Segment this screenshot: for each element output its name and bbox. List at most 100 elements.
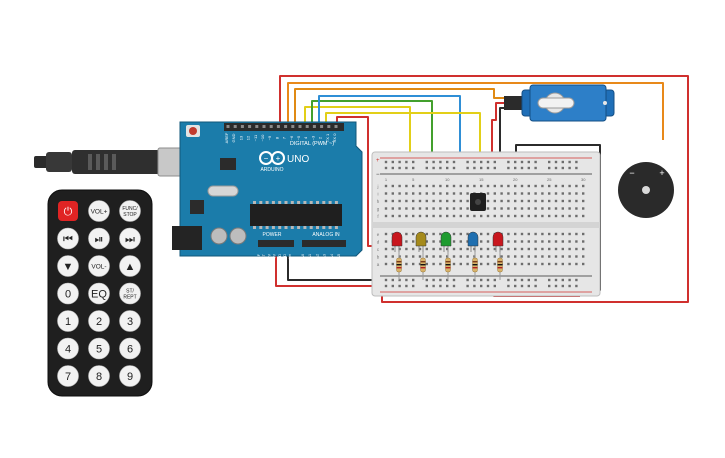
capacitor: [229, 227, 247, 245]
led-5[interactable]: [492, 231, 504, 252]
resistor-2[interactable]: [420, 252, 426, 280]
column-number: 20: [513, 177, 518, 182]
pin-label: ~10: [260, 134, 265, 142]
led-1[interactable]: [391, 231, 403, 252]
resistor-3[interactable]: [445, 252, 451, 280]
servo-motor[interactable]: [504, 84, 615, 122]
wire-red-buzzer[interactable]: [279, 75, 689, 303]
pin-label: Vin: [288, 254, 292, 259]
remote-button-label: ⏮: [63, 234, 73, 246]
servo-connector: [504, 96, 522, 110]
pin-label: 2: [318, 136, 323, 139]
wire-black-gnd[interactable]: [287, 246, 380, 281]
remote-button[interactable]: VOL+: [88, 200, 110, 222]
remote-button[interactable]: 8: [88, 365, 110, 387]
remote-button-label: 6: [127, 344, 133, 356]
remote-button[interactable]: 3: [119, 310, 141, 332]
pin-label: AREF: [224, 132, 229, 143]
resistor-5[interactable]: [497, 252, 503, 280]
remote-button[interactable]: 9: [119, 365, 141, 387]
arduino-logo: − +: [259, 151, 285, 165]
remote-button[interactable]: VOL-: [88, 255, 110, 277]
digital-header-label: DIGITAL (PWM ~): [290, 141, 334, 147]
led-4[interactable]: [467, 231, 479, 252]
remote-button[interactable]: EQ: [88, 282, 110, 305]
remote-button[interactable]: 5: [88, 337, 110, 360]
pin-label: A0: [301, 254, 305, 258]
resistor-1[interactable]: [396, 252, 402, 280]
row-letter: j: [377, 184, 379, 189]
remote-button[interactable]: 6: [119, 337, 141, 360]
pin-label: ~9: [267, 135, 272, 140]
remote-button[interactable]: ▼: [57, 255, 79, 277]
remote-button[interactable]: 2: [88, 310, 110, 332]
row-letter: h: [377, 199, 380, 204]
remote-button-label: 7: [65, 371, 71, 383]
board-brand: ARDUINO: [260, 167, 283, 173]
usb-chip: [220, 158, 236, 170]
leds-layer: [391, 231, 504, 280]
remote-button[interactable]: 7: [57, 365, 79, 387]
led-3[interactable]: [440, 231, 452, 252]
pin-label: GND: [231, 133, 236, 142]
remote-button[interactable]: FUNC/STOP: [119, 200, 141, 222]
pin-label: GND: [278, 254, 282, 262]
row-letter: b: [377, 255, 380, 260]
wire-red-5v[interactable]: [275, 246, 380, 287]
remote-button[interactable]: 4: [57, 337, 79, 360]
usb-cable: [34, 147, 199, 177]
remote-button-label: ⏯: [95, 234, 104, 246]
remote-button[interactable]: 0: [57, 282, 79, 305]
wire-orange-servo[interactable]: [287, 82, 664, 140]
column-number: 5: [412, 177, 415, 182]
center-divider: [372, 222, 600, 228]
remote-button[interactable]: ⏭: [119, 227, 141, 250]
pin-label: ~11: [253, 134, 258, 141]
wire-black-servo-gnd[interactable]: [499, 107, 505, 160]
pin-label: RX 0: [332, 133, 337, 143]
digital-header: [224, 123, 344, 131]
resistor-4[interactable]: [472, 252, 478, 280]
pin-label: RESET: [262, 253, 266, 266]
pin-label: A1: [308, 254, 312, 258]
capacitor: [210, 227, 228, 245]
wire-red-servo-power[interactable]: [491, 102, 505, 160]
pin-label: ~3: [310, 135, 315, 140]
remote-button[interactable]: ⏯: [88, 227, 110, 250]
column-number: 15: [479, 177, 484, 182]
svg-text:−: −: [264, 154, 269, 163]
remote-button-label: 3: [127, 316, 133, 328]
analog-header-label: ANALOG IN: [312, 232, 340, 238]
row-letter: a: [377, 262, 380, 267]
ir-receiver[interactable]: [470, 193, 486, 211]
remote-button-label: VOL+: [91, 209, 108, 216]
remote-button[interactable]: ▲: [119, 255, 141, 277]
pin-label: 12: [246, 135, 251, 140]
led-2[interactable]: [415, 231, 427, 252]
remote-button[interactable]: ⏮: [57, 227, 79, 250]
pin-label: A2: [315, 254, 319, 258]
power-header-label: POWER: [263, 232, 282, 238]
remote-button-label: EQ: [91, 289, 107, 301]
regulator: [190, 200, 204, 214]
piezo-buzzer[interactable]: − +: [618, 162, 674, 218]
pin-label: 13: [238, 135, 243, 140]
remote-button-label: STOP: [123, 212, 137, 218]
remote-button[interactable]: 1: [57, 310, 79, 332]
pin-label: 7: [282, 136, 287, 139]
pin-label: IOREF: [257, 253, 261, 265]
remote-button[interactable]: ⏻: [58, 201, 78, 221]
remote-button[interactable]: ST/REPT: [119, 282, 141, 305]
board-model: UNO: [287, 154, 309, 165]
atmega-chip: [250, 204, 342, 226]
wire-orange-servo-signal[interactable]: [294, 88, 505, 123]
